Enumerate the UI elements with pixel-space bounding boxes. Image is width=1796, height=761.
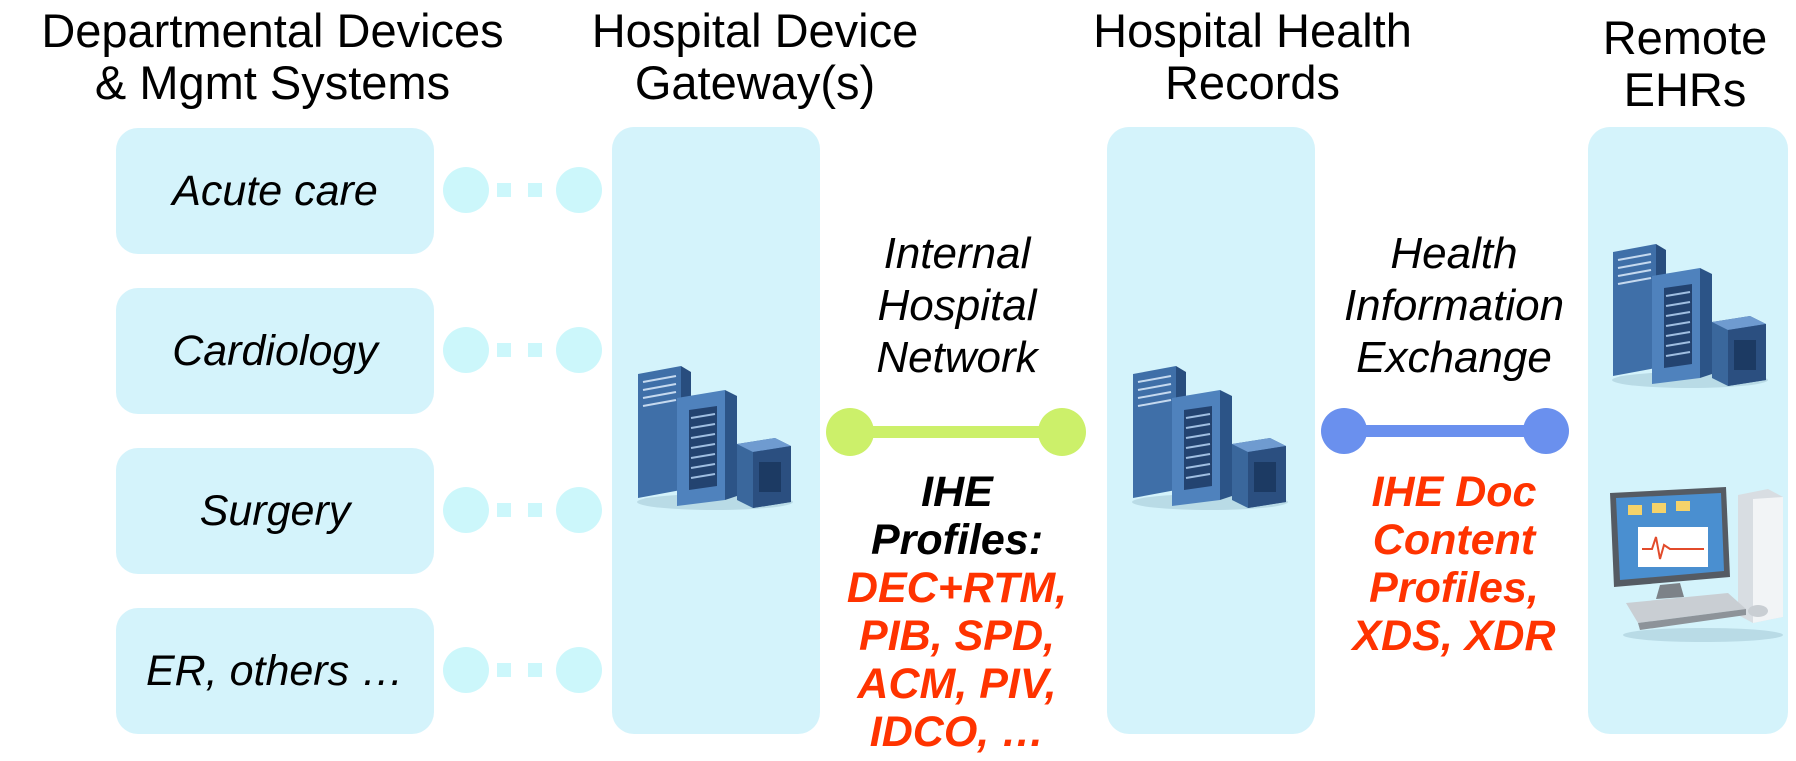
internal-network-profiles: IHE Profiles: DEC+RTM, PIB, SPD, ACM, PI…: [832, 468, 1082, 756]
internal-network-label-line1: Internal: [883, 229, 1031, 278]
remote-header-line2: EHRs: [1623, 63, 1747, 116]
internal-network-endpoint: [1038, 408, 1086, 456]
departmental-header-line2: & Mgmt Systems: [94, 56, 451, 109]
records-header: Hospital Health Records: [1055, 5, 1450, 109]
records-header-line2: Records: [1164, 56, 1340, 109]
department-label: ER, others …: [145, 646, 405, 695]
ihe-profiles-heading-line2: Profiles:: [870, 516, 1044, 564]
internal-network-endpoint: [826, 408, 874, 456]
connector-dash: [528, 663, 542, 677]
desktop-computer-icon: [1610, 487, 1783, 642]
gateway-header: Hospital Device Gateway(s): [560, 5, 950, 109]
department-box-cardiology: Cardiology: [116, 288, 434, 414]
server-icon: [1132, 366, 1288, 510]
profile-list-line: ACM, PIV,: [857, 660, 1057, 708]
exchange-endpoint: [1321, 408, 1367, 454]
gateway-header-line2: Gateway(s): [634, 56, 876, 109]
department-box-surgery: Surgery: [116, 448, 434, 574]
exchange-label: Health Information Exchange: [1320, 228, 1588, 384]
connector-dot: [556, 487, 602, 533]
exchange-profile-line: Profiles,: [1369, 564, 1539, 612]
profile-list-line: DEC+RTM,: [846, 564, 1068, 612]
server-icon: [1612, 244, 1768, 388]
exchange-endpoint: [1523, 408, 1569, 454]
connector-dash: [497, 503, 511, 517]
connector-dot: [443, 327, 489, 373]
exchange-profiles: IHE Doc Content Profiles, XDS, XDR: [1320, 468, 1588, 660]
connector-dot: [556, 327, 602, 373]
remote-header-line1: Remote: [1602, 11, 1768, 64]
connector-dot: [556, 167, 602, 213]
internal-network-link: [826, 408, 1086, 456]
connector-dash: [528, 183, 542, 197]
gateway-header-line1: Hospital Device: [591, 4, 919, 57]
exchange-label-line2: Information: [1343, 281, 1565, 330]
connector-dash: [497, 183, 511, 197]
profile-list-line: IDCO, …: [869, 708, 1045, 756]
exchange-profile-line: IHE Doc: [1371, 468, 1537, 516]
exchange-label-line3: Exchange: [1356, 333, 1552, 382]
exchange-profile-line: XDS, XDR: [1352, 612, 1556, 660]
ihe-profiles-heading-line1: IHE: [921, 468, 993, 516]
connector-dot: [443, 647, 489, 693]
department-label: Cardiology: [172, 326, 378, 375]
department-box-acute-care: Acute care: [116, 128, 434, 254]
profile-list-line: PIB, SPD,: [859, 612, 1055, 660]
exchange-profile-line: Content: [1372, 516, 1536, 564]
internal-network-label-line2: Hospital: [877, 281, 1037, 330]
departmental-header-line1: Departmental Devices: [41, 4, 504, 57]
server-icon: [637, 366, 793, 510]
connector-dot: [443, 487, 489, 533]
remote-header: Remote EHRs: [1575, 12, 1795, 116]
exchange-label-line1: Health: [1390, 229, 1518, 278]
internal-network-label-line3: Network: [876, 333, 1038, 382]
connector-dash: [528, 503, 542, 517]
exchange-link: [1321, 408, 1569, 454]
connector-dot: [443, 167, 489, 213]
department-box-er-others: ER, others …: [116, 608, 434, 734]
departmental-header: Departmental Devices & Mgmt Systems: [10, 5, 535, 109]
internal-network-label: Internal Hospital Network: [852, 228, 1062, 384]
connector-dot: [556, 647, 602, 693]
records-header-line1: Hospital Health: [1093, 4, 1412, 57]
connector-dash: [497, 663, 511, 677]
connector-dash: [497, 343, 511, 357]
department-label: Surgery: [199, 486, 351, 535]
connector-dash: [528, 343, 542, 357]
department-label: Acute care: [172, 166, 378, 215]
